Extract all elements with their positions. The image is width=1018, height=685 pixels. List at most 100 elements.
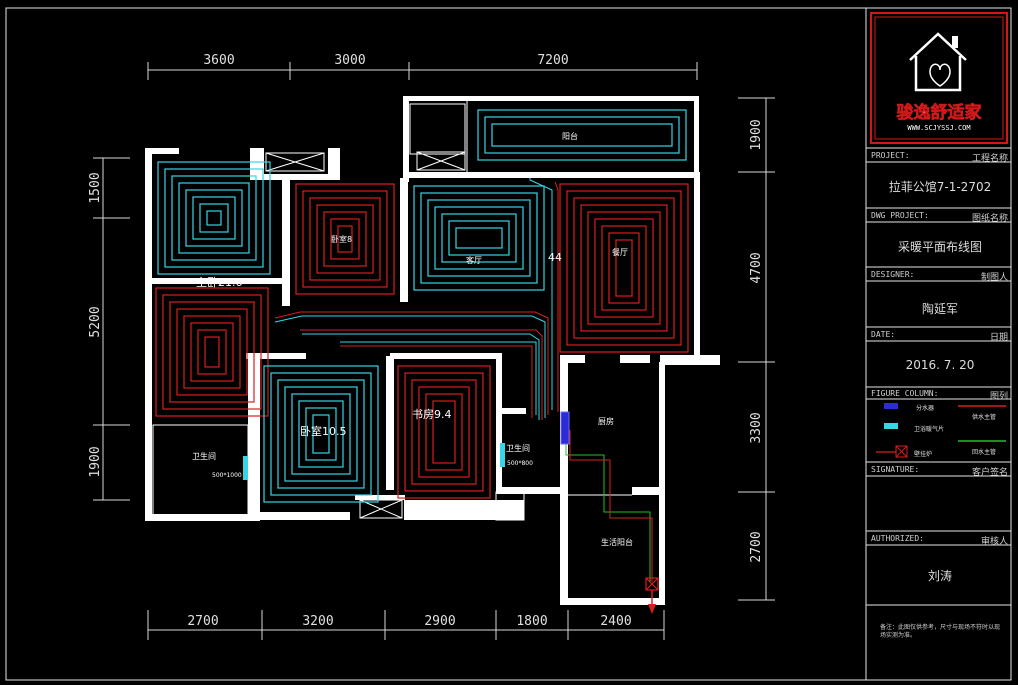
heating-loops	[155, 109, 689, 503]
dim-left-2: 5200	[88, 306, 103, 337]
figure-header: FIGURE COLUMN: 图列	[869, 389, 1011, 402]
dimension-labels: 3600 3000 7200 2700 3200 2900 1800 2400 …	[88, 53, 764, 629]
loop-master-bed-2	[162, 294, 262, 410]
loop-living	[427, 199, 531, 277]
loop-bedroom-8	[309, 197, 381, 281]
loop-master-bed	[206, 210, 222, 226]
loop-bedroom-10	[305, 407, 337, 461]
loop-master-bed	[164, 168, 264, 268]
dwg-label: DWG PROJECT:	[871, 211, 929, 220]
authorized-header: AUTHORIZED: 审核人	[869, 534, 1011, 547]
loop-study	[425, 393, 463, 471]
radiator-size-2: 500*800	[507, 460, 533, 467]
room-label-dining-room: 餐厅	[612, 248, 628, 257]
date-label-cn: 日期	[989, 333, 1008, 343]
boiler-icon	[645, 577, 659, 591]
room-label-bedroom-8: 卧室8	[331, 234, 352, 244]
loop-master-bed	[185, 189, 243, 247]
dim-bottom-4: 1800	[516, 614, 547, 629]
bathroom-radiator-icon	[500, 443, 505, 467]
legend-boiler-icon	[895, 445, 908, 458]
loop-living	[434, 206, 524, 270]
dim-top-1: 3600	[203, 53, 234, 68]
loop-bedroom-8	[337, 225, 353, 253]
authorized-value: 刘涛	[927, 569, 952, 583]
loop-bedroom-10	[277, 379, 365, 489]
company-logo: 骏逸舒适家 WWW.SCJYSSJ.COM	[870, 12, 1008, 144]
loop-study	[418, 386, 470, 478]
room-label-living-room: 客厅	[466, 255, 482, 265]
loop-dining	[594, 218, 654, 318]
designer-header: DESIGNER: 制图人	[869, 270, 1011, 283]
loop-bedroom-8	[323, 211, 367, 267]
supply-return-mains	[565, 430, 656, 614]
loop-balcony	[477, 109, 687, 161]
dim-top-2: 3000	[334, 53, 365, 68]
loop-bedroom-8	[330, 218, 360, 260]
room-label-kitchen: 厨房	[598, 416, 614, 426]
loop-living	[448, 220, 510, 256]
loop-bedroom-8	[302, 190, 388, 288]
drawing-note: 备注：此图仅供参考，尺寸与现场不符时以现场实测为准。	[880, 624, 1001, 639]
loop-balcony	[491, 123, 673, 147]
loop-master-bed-2	[169, 301, 255, 403]
project-header: PROJECT: 工程名称	[869, 151, 1011, 164]
loop-dining	[566, 190, 682, 346]
loop-master-bed-2	[190, 322, 234, 382]
loop-living	[413, 185, 545, 291]
signature-header: SIGNATURE: 客户签名	[869, 465, 1011, 478]
loop-dining	[559, 183, 689, 353]
legend-return-text: 回水主管	[972, 449, 997, 456]
bathroom-radiator-icon	[243, 456, 248, 480]
room-labels: 阳台 卧室8 客厅 44 餐厅 主卧21.6 卧室10.5 书房9.4 厨房 卫…	[192, 131, 633, 547]
logo-url: WWW.SCJYSSJ.COM	[907, 124, 970, 132]
loop-bedroom-8	[295, 183, 395, 295]
legend-manifold-icon	[884, 403, 898, 409]
dim-bottom-5: 2400	[600, 614, 631, 629]
room-label-living-area: 44	[548, 251, 562, 264]
title-block-lines	[866, 147, 1011, 606]
logo-text: 骏逸舒适家	[897, 102, 982, 123]
loop-balcony	[484, 116, 680, 154]
loop-study	[432, 400, 456, 464]
room-label-study: 书房9.4	[412, 408, 452, 421]
legend-symbols	[876, 403, 1006, 458]
dim-left-3: 1900	[88, 446, 103, 477]
legend-radiator-icon	[884, 423, 898, 429]
authorized-label: AUTHORIZED:	[871, 534, 924, 543]
dim-bottom-2: 3200	[302, 614, 333, 629]
legend-radiator-text: 卫浴暖气片	[914, 426, 945, 433]
loop-master-bed	[171, 175, 257, 261]
room-label-master-bedroom: 主卧21.6	[196, 276, 243, 289]
drawing-frame	[5, 7, 1012, 681]
dim-top-3: 7200	[537, 53, 568, 68]
date-label: DATE:	[871, 330, 896, 339]
date-header: DATE: 日期	[869, 330, 1011, 343]
project-value: 拉菲公馆7-1-2702	[888, 180, 992, 194]
figure-label: FIGURE COLUMN:	[871, 389, 939, 398]
loop-living	[455, 227, 503, 249]
loop-master-bed-2	[204, 336, 220, 368]
loop-dining	[601, 225, 647, 311]
loop-study	[404, 372, 484, 492]
loop-master-bed-2	[155, 287, 269, 417]
room-label-balcony: 阳台	[562, 131, 578, 141]
loop-master-bed	[178, 182, 250, 254]
project-label: PROJECT:	[871, 151, 910, 160]
project-label-cn: 工程名称	[971, 154, 1008, 164]
walls	[145, 96, 720, 605]
loop-dining	[573, 197, 675, 339]
legend-boiler-text: 壁挂炉	[914, 451, 933, 458]
radiator-size-1: 500*1000	[212, 472, 242, 479]
dim-right-3: 3300	[749, 412, 764, 443]
dwg-value: 采暖平面布线图	[897, 240, 982, 254]
designer-label: DESIGNER:	[871, 270, 915, 279]
dimension-lines	[93, 62, 775, 640]
date-value: 2016. 7. 20	[905, 358, 975, 372]
dim-right-4: 2700	[749, 531, 764, 562]
dim-left-1: 1500	[88, 172, 103, 203]
loop-dining	[587, 211, 661, 325]
dim-right-1: 1900	[749, 119, 764, 150]
loop-bedroom-10	[270, 372, 372, 496]
room-label-living-balcony: 生活阳台	[601, 537, 633, 547]
